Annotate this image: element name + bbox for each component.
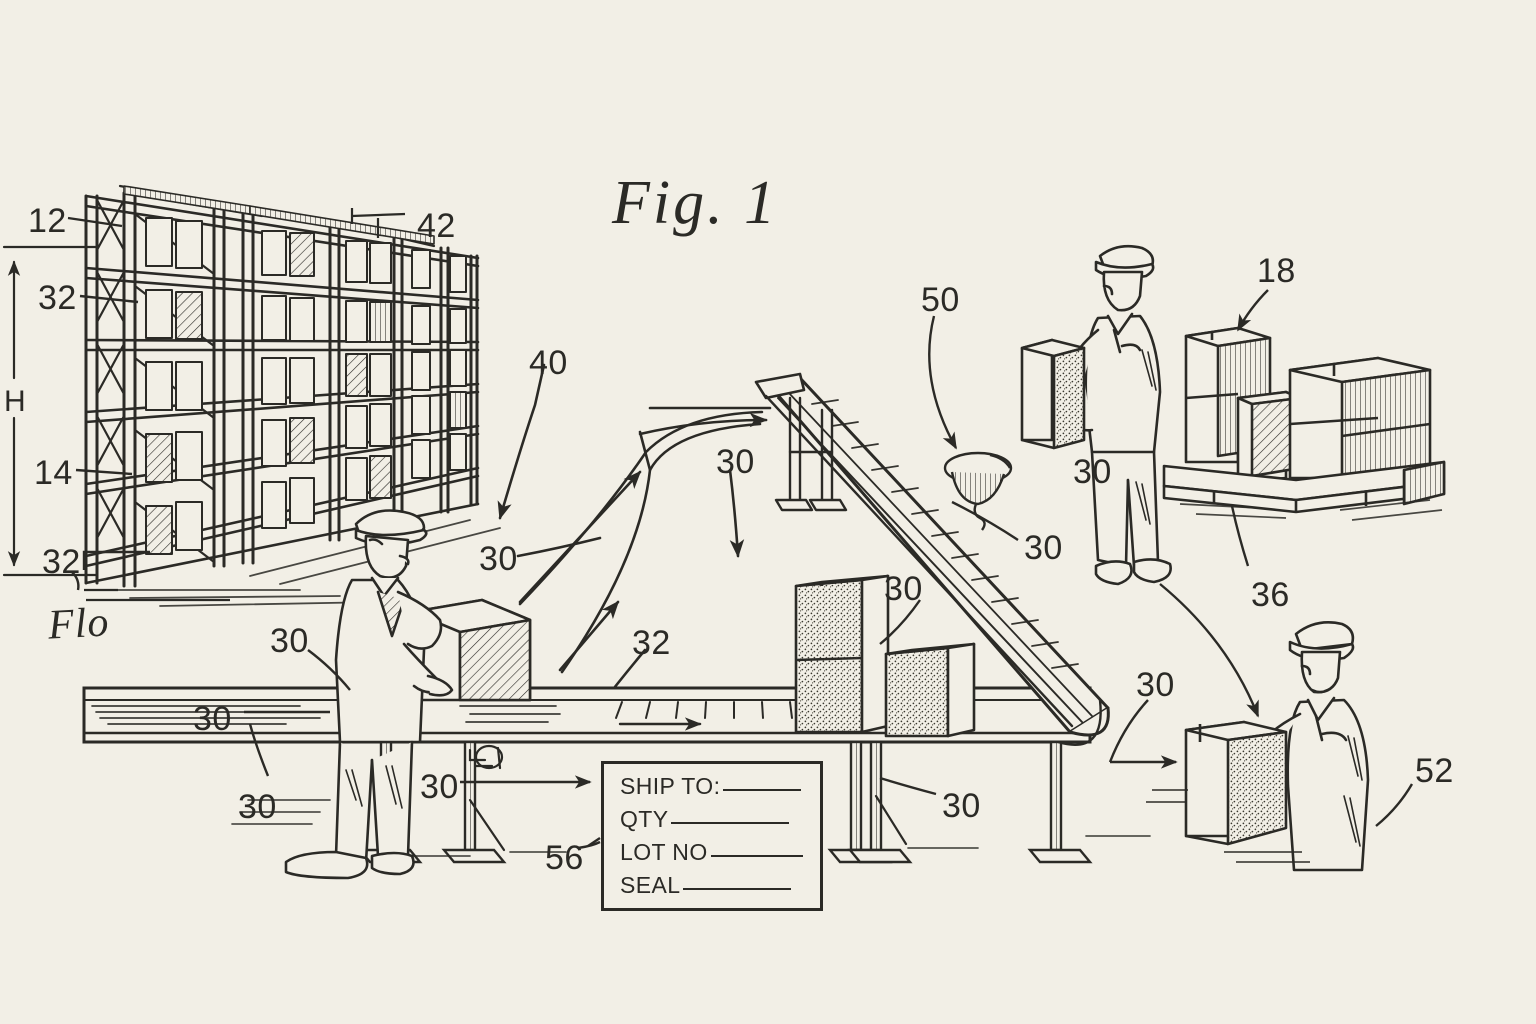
carton-right [1146,720,1310,863]
reference-numeral-14: 14 [34,454,73,492]
reference-numeral-32: 32 [42,543,81,581]
reference-numeral-52: 52 [1415,752,1454,790]
shipping-label-field-name: QTY [620,806,669,832]
height-dimension-label: H [4,385,26,418]
shipping-label-field-name: LOT NO [620,839,708,865]
reference-numeral-30: 30 [238,788,277,826]
reference-numeral-42: 42 [417,207,456,245]
reference-numeral-12: 12 [28,202,67,240]
reference-numeral-30: 30 [942,787,981,825]
cartons-on-center-conveyor [794,574,976,738]
reference-numeral-30: 30 [1073,453,1112,491]
leader-rack-refs [67,216,150,591]
floor-annotation: Flo [46,599,111,649]
reference-numeral-30: 30 [716,443,755,481]
reference-numeral-30: 30 [270,622,309,660]
shipping-label-field-name: SEAL [620,872,681,898]
leader-30-group [244,599,937,847]
reference-numeral-32: 32 [632,624,671,662]
carried-carton [1020,338,1086,450]
leader-30-scanner [951,500,1019,541]
reference-numeral-50: 50 [921,281,960,319]
shipping-label-blank-rule [710,855,803,857]
shipping-label-row-3: SEAL [620,872,820,905]
shipping-label-blank-rule [723,789,802,791]
worker-loading-box [284,509,454,880]
shipping-label-row-0: SHIP TO: [620,773,820,806]
reference-numeral-30: 30 [1136,666,1175,704]
reference-numeral-40: 40 [529,344,568,382]
shipping-label-blank-rule [683,888,792,890]
storage-rack [84,184,501,607]
reference-numeral-30: 30 [479,540,518,578]
leader-52 [1375,783,1414,827]
leader-56 [577,840,601,850]
reference-numeral-56: 56 [545,839,584,877]
leader-42 [350,208,406,238]
shipping-label-field-name: SHIP TO: [620,773,721,799]
leader-30-right [1108,699,1178,769]
reference-numeral-30: 30 [884,570,923,608]
leader-36 [1159,505,1260,718]
leader-50 [928,315,958,450]
shipping-label-row-2: LOT NO [620,839,820,872]
reference-numeral-36: 36 [1251,576,1290,614]
shipping-label-row-1: QTY [620,806,820,839]
reference-numeral-30: 30 [193,700,232,738]
inclined-conveyor [754,372,1110,746]
shipping-label: SHIP TO: QTY LOT NO SEAL [601,761,823,911]
reference-numeral-18: 18 [1257,252,1296,290]
figure-title: Fig. 1 [612,169,779,237]
reference-numeral-30: 30 [420,768,459,806]
shipping-label-blank-rule [671,822,790,824]
reference-numeral-32: 32 [38,279,77,317]
floor-horizon [84,588,230,602]
loaded-pallet [1162,326,1446,521]
height-dimension [2,245,98,577]
reference-numeral-30: 30 [1024,529,1063,567]
leader-18 [1236,289,1269,332]
